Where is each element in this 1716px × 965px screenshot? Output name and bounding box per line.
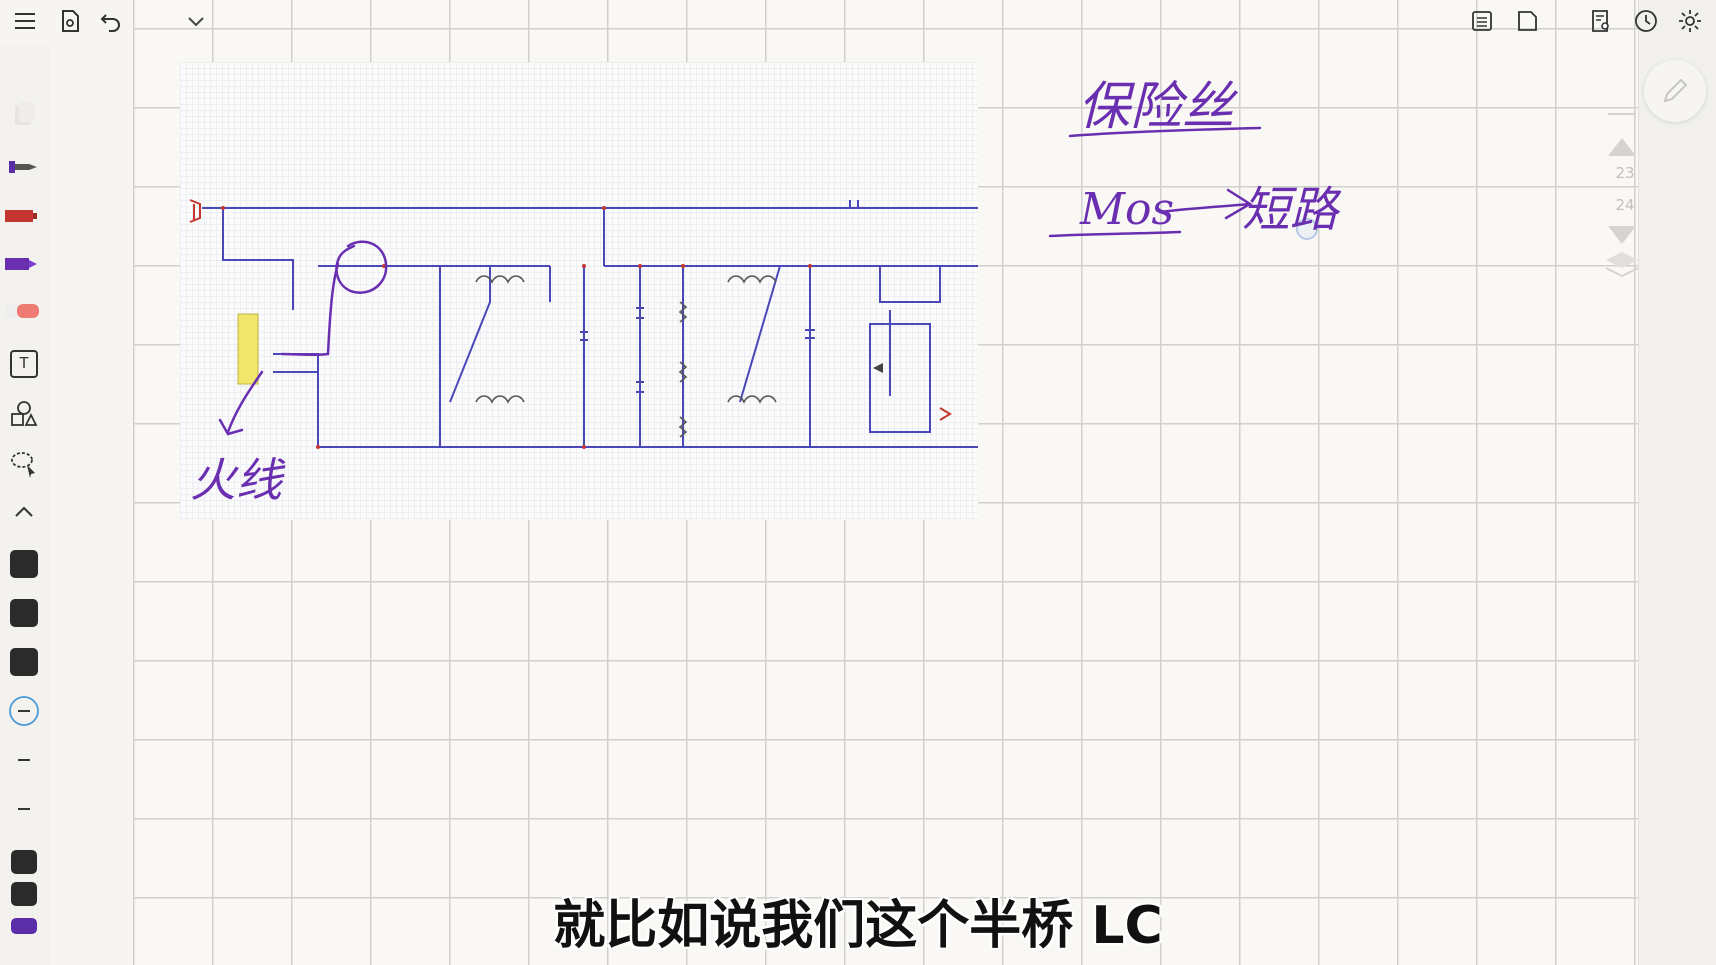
schematic-drawing — [189, 199, 978, 449]
menu-icon[interactable] — [8, 4, 42, 38]
lasso-icon[interactable] — [2, 444, 46, 484]
page-up-icon — [1608, 138, 1636, 156]
page-number-23[interactable]: 23 — [1615, 164, 1635, 182]
page-navigator — [1605, 113, 1639, 278]
page-down-icon — [1608, 226, 1636, 244]
top-toolbar — [0, 0, 1716, 44]
settings-icon[interactable] — [1673, 4, 1707, 38]
stroke-width-selected[interactable] — [2, 691, 46, 731]
stroke-width-option[interactable] — [2, 789, 46, 829]
color-swatch-5[interactable] — [2, 874, 46, 914]
fuse-handwriting: 保险丝 — [1078, 77, 1235, 137]
search-notes-icon[interactable] — [1584, 4, 1618, 38]
shapes-icon[interactable] — [2, 394, 46, 434]
text-tool-letter: T — [10, 350, 38, 378]
history-icon[interactable] — [1629, 4, 1663, 38]
circuit-schematic-image[interactable] — [180, 62, 978, 520]
right-panel — [1638, 0, 1716, 965]
page-number-24[interactable]: 24 — [1615, 196, 1635, 214]
chevron-down-icon[interactable] — [179, 4, 213, 38]
list-icon[interactable] — [1465, 4, 1499, 38]
color-swatch-1[interactable] — [2, 544, 46, 584]
purple-marker-icon[interactable] — [2, 244, 46, 284]
color-swatch-2[interactable] — [2, 593, 46, 633]
video-subtitle: 就比如说我们这个半桥 LC — [553, 896, 1163, 956]
page-icon[interactable] — [1510, 4, 1544, 38]
pen-mode-button[interactable] — [1644, 60, 1706, 122]
color-swatch-3[interactable] — [2, 642, 46, 682]
pen-icon[interactable] — [2, 147, 46, 187]
mains-handwriting: 火线 — [190, 453, 282, 507]
undo-icon[interactable] — [94, 4, 128, 38]
text-tool-icon[interactable]: T — [2, 344, 46, 384]
document-view-icon[interactable] — [53, 4, 87, 38]
left-toolbar: T — [0, 44, 50, 965]
red-marker-icon[interactable] — [2, 196, 46, 236]
eraser-icon[interactable] — [2, 291, 46, 331]
pencil-icon — [1663, 78, 1688, 103]
color-swatch-4[interactable] — [2, 842, 46, 882]
mos-handwriting: Mos — [1080, 184, 1175, 235]
page-copy-icon[interactable] — [2, 94, 46, 134]
color-swatch-6[interactable] — [2, 906, 46, 946]
stroke-width-option[interactable] — [2, 740, 46, 780]
collapse-icon[interactable] — [2, 492, 46, 532]
short-circuit-handwriting: 短路 — [1242, 182, 1339, 238]
